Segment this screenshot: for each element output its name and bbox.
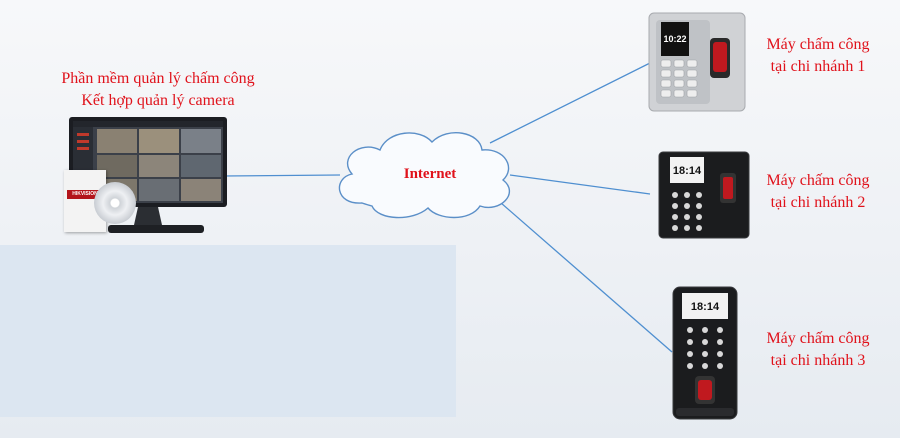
device-branch-1-icon: 10:22	[648, 12, 746, 112]
branch-2-label: Máy chấm công tại chi nhánh 2	[748, 170, 888, 214]
software-title-line2: Kết hợp quản lý camera	[81, 92, 235, 109]
branch-1-screen-time: 10:22	[663, 34, 686, 44]
device-branch-2-icon: 18:14	[658, 151, 750, 239]
branch-1-label-line1: Máy chấm công	[766, 36, 870, 53]
software-box-brand: HIKVISION	[72, 191, 98, 197]
software-title-line1: Phần mềm quản lý chấm công	[61, 70, 255, 87]
branch-2-screen-time: 18:14	[673, 165, 702, 177]
branch-2-label-line2: tại chi nhánh 2	[770, 194, 866, 211]
monitor-icon	[69, 117, 227, 233]
branch-3-label-line1: Máy chấm công	[766, 330, 870, 347]
link-internet-branch-1	[489, 61, 653, 144]
branch-1-label: Máy chấm công tại chi nhánh 1	[748, 34, 888, 78]
internet-cloud-icon	[338, 132, 510, 219]
branch-1-label-line2: tại chi nhánh 1	[770, 58, 866, 75]
background-panel	[0, 245, 456, 417]
internet-label: Internet	[403, 166, 457, 182]
link-software-internet	[221, 174, 341, 177]
link-internet-branch-2	[509, 174, 651, 195]
branch-3-label: Máy chấm công tại chi nhánh 3	[748, 328, 888, 372]
link-internet-branch-3	[492, 195, 673, 353]
branch-2-label-line1: Máy chấm công	[766, 172, 870, 189]
branch-3-label-line2: tại chi nhánh 3	[770, 352, 866, 369]
cd-disc-icon	[94, 182, 136, 224]
software-title: Phần mềm quản lý chấm công Kết hợp quản …	[30, 68, 286, 112]
branch-3-screen-time: 18:14	[691, 301, 720, 313]
device-branch-3-icon: 18:14	[672, 286, 738, 420]
